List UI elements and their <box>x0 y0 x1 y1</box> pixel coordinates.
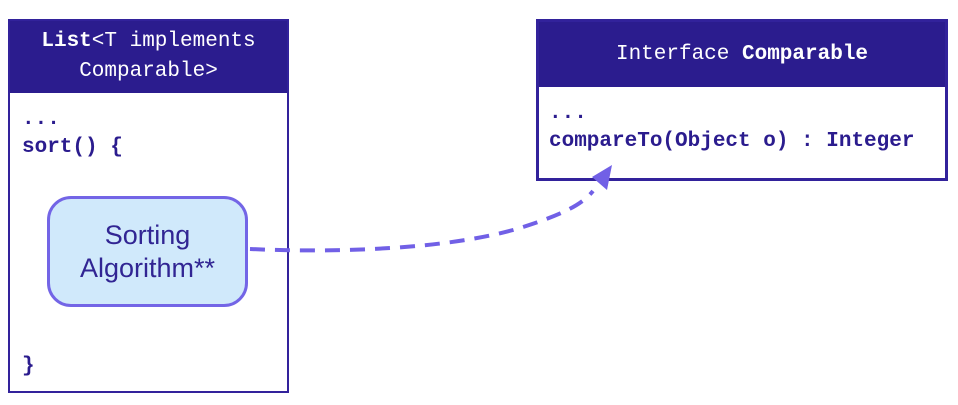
list-class-title: List<T implements Comparable> <box>10 27 287 87</box>
list-class-title-name: List <box>41 30 92 53</box>
code-line-ellipsis: ... <box>22 108 60 131</box>
comparable-interface-header: Interface Comparable <box>539 22 945 87</box>
code-line-compareto-method: compareTo(Object o) : Integer <box>549 130 915 153</box>
sorting-algorithm-note-label: Sorting Algorithm** <box>79 219 216 283</box>
list-class-body: ... sort() { } <box>10 93 287 391</box>
comparable-interface-box: Interface Comparable ... compareTo(Objec… <box>536 19 948 181</box>
dashed-arrow-path <box>249 189 595 253</box>
code-line-close-brace: } <box>22 355 35 378</box>
comparable-interface-body: ... compareTo(Object o) : Integer <box>539 87 945 166</box>
sorting-algorithm-note: Sorting Algorithm** <box>47 196 248 307</box>
interface-title-name: Comparable <box>742 42 869 66</box>
interface-title-prefix: Interface <box>615 42 742 66</box>
list-class-header: List<T implements Comparable> <box>10 21 287 93</box>
list-class-title-suffix: <T implements Comparable> <box>79 30 269 83</box>
comparable-interface-title: Interface Comparable <box>606 40 878 70</box>
code-line-ellipsis: ... <box>549 102 587 125</box>
code-line-sort-open: sort() { <box>22 136 123 159</box>
